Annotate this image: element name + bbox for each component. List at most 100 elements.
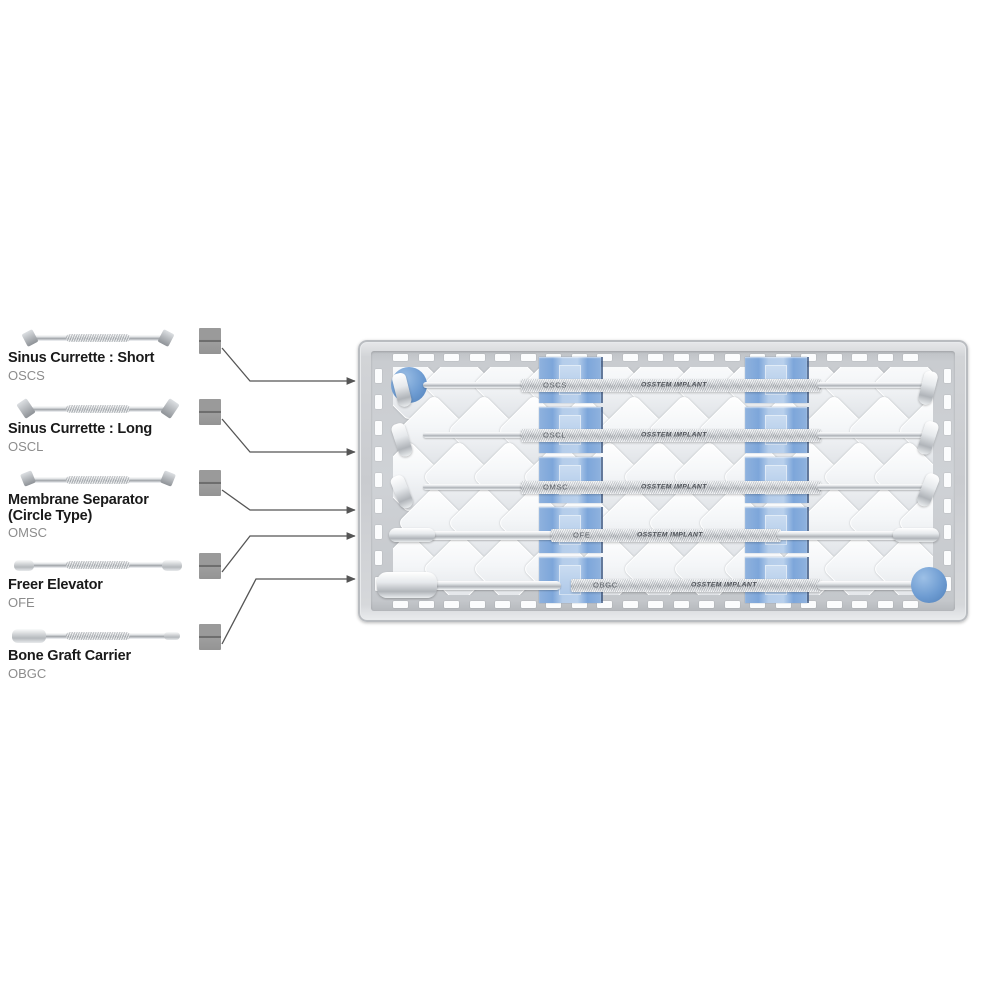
perforation-slot: [944, 421, 951, 435]
perforation-slot: [495, 354, 510, 361]
perforation-slot: [724, 601, 740, 608]
instrument-brand-engraving: OSSTEM IMPLANT: [641, 431, 707, 439]
instrument-handle: OSCL OSSTEM IMPLANT: [521, 428, 821, 442]
tray-instrument-oscs[interactable]: OSCS OSSTEM IMPLANT: [371, 351, 955, 611]
perforation-slot: [826, 354, 842, 361]
instrument-tip-left: [389, 528, 435, 542]
instrument-shank-left: [411, 581, 561, 590]
perforation-slot: [944, 577, 951, 591]
tray-instrument-obgc[interactable]: OBGC OSSTEM IMPLANT: [371, 351, 955, 611]
connector-swatch-obgc: [199, 624, 221, 650]
legend-item-code: OSCL: [8, 438, 44, 454]
membrane-separator-icon: [8, 467, 188, 493]
perforation-slot: [375, 395, 382, 409]
instrument-shank-left: [423, 382, 523, 388]
perforation-slot: [495, 601, 510, 608]
perforation-slot: [877, 354, 893, 361]
instrument-shank-right: [817, 382, 927, 388]
leader-line-obgc: [221, 575, 356, 645]
perforation-slot: [944, 395, 951, 409]
instrument-brand-engraving: OSSTEM IMPLANT: [641, 483, 707, 491]
perforation-slot: [944, 525, 951, 539]
leader-line-omsc: [221, 489, 356, 514]
perforation-slot: [571, 601, 587, 608]
perforation-slot: [393, 354, 408, 361]
tray-instrument-omsc[interactable]: OMSC OSSTEM IMPLANT: [371, 351, 955, 611]
instrument-handle: OMSC OSSTEM IMPLANT: [521, 480, 821, 494]
perforation-slot: [903, 354, 918, 361]
leader-line-oscs: [221, 347, 356, 385]
perforation-slot: [673, 601, 689, 608]
freer-elevator-icon: [8, 552, 188, 578]
perforation-slot: [622, 354, 638, 361]
legend-item-label: Bone Graft Carrier: [8, 648, 131, 664]
legend-item-omsc[interactable]: Membrane Separator (Circle Type) OMSC: [8, 467, 198, 541]
perforation-slot: [801, 601, 816, 608]
perforation-slot: [648, 601, 663, 608]
perforation-slot: [699, 601, 714, 608]
tray-rim: [358, 340, 968, 622]
perforation-slot: [444, 601, 459, 608]
legend-item-code: OMSC: [8, 525, 47, 540]
perforation-slot: [520, 601, 536, 608]
perforation-slot: [724, 354, 740, 361]
perforation-slot: [444, 354, 459, 361]
perforation-slot: [944, 499, 951, 513]
legend-item-code: OSCS: [8, 367, 45, 383]
perforation-slot: [826, 601, 842, 608]
legend-item-code: OFE: [8, 594, 35, 610]
instrument-shank-right: [817, 484, 927, 490]
instrument-shank-right: [777, 531, 927, 540]
instrument-tip-right: [893, 528, 939, 542]
perforation-slot: [699, 354, 714, 361]
instrument-code-engraving: OMSC: [543, 482, 569, 492]
perforation-slot: [673, 354, 689, 361]
legend-item-oscs[interactable]: Sinus Currette : Short OSCS: [8, 325, 198, 384]
legend-item-oscl[interactable]: Sinus Currette : Long OSCL: [8, 396, 198, 455]
legend-item-label: Membrane Separator (Circle Type): [8, 492, 149, 524]
connector-swatch-omsc: [199, 470, 221, 496]
perforation-slot: [469, 354, 485, 361]
perforation-slot: [944, 551, 951, 565]
legend-item-ofe[interactable]: Freer Elevator OFE: [8, 552, 198, 611]
leader-line-oscl: [221, 418, 356, 456]
perforation-slot: [597, 601, 612, 608]
instrument-shank-left: [423, 484, 523, 490]
perforation-slot: [852, 354, 867, 361]
perforation-slot: [375, 525, 382, 539]
perforation-slot: [622, 601, 638, 608]
connector-swatch-ofe: [199, 553, 221, 579]
perforation-slot: [852, 601, 867, 608]
perforation-slot: [944, 447, 951, 461]
bone-graft-carrier-icon: [8, 623, 188, 649]
instrument-handle: OBGC OSSTEM IMPLANT: [571, 578, 821, 592]
instrument-brand-engraving: OSSTEM IMPLANT: [641, 381, 707, 389]
instrument-code-engraving: OSCS: [543, 380, 568, 390]
perforation-slot: [375, 369, 382, 383]
curette-short-icon: [8, 325, 188, 351]
perforation-slot: [469, 601, 485, 608]
legend-item-label: Sinus Currette : Long: [8, 421, 153, 437]
connector-swatch-oscl: [199, 399, 221, 425]
legend-item-code: OBGC: [8, 665, 47, 681]
instrument-shank-left: [423, 432, 523, 438]
perforation-slot: [877, 601, 893, 608]
instrument-code-engraving: OBGC: [593, 580, 618, 590]
legend-item-obgc[interactable]: Bone Graft Carrier OBGC: [8, 623, 198, 682]
instrument-code-engraving: OSCL: [543, 430, 567, 440]
perforation-slot: [944, 369, 951, 383]
instrument-brand-engraving: OSSTEM IMPLANT: [691, 581, 757, 589]
perforation-slot: [944, 473, 951, 487]
instrument-brand-engraving: OSSTEM IMPLANT: [637, 531, 703, 539]
perforation-slot: [750, 601, 765, 608]
instrument-shank-left: [401, 531, 571, 540]
curette-long-icon: [8, 396, 188, 422]
perforation-slot: [375, 499, 382, 513]
blue-accent-dot: [911, 567, 947, 603]
tray-instrument-oscl[interactable]: OSCL OSSTEM IMPLANT: [371, 351, 955, 611]
